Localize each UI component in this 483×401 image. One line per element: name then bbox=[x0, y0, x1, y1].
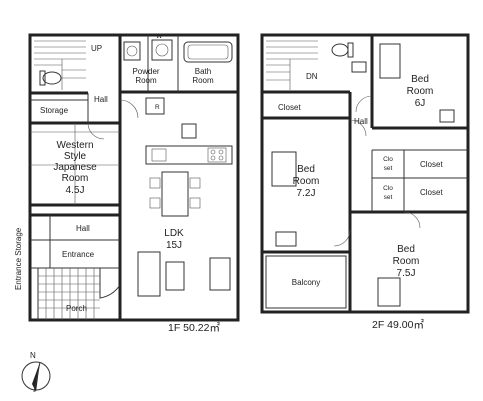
living-furniture bbox=[137, 251, 231, 297]
label-ldk-1: LDK bbox=[164, 228, 184, 239]
label-up: UP bbox=[91, 44, 102, 53]
toilet-1f bbox=[42, 71, 62, 85]
label-hall-2f: Hall bbox=[354, 117, 368, 126]
label-entrance-storage: Entrance Storage bbox=[14, 227, 23, 290]
label-bed-se-3: 7.5J bbox=[397, 268, 416, 279]
label-bed-se-2: Room bbox=[393, 256, 420, 267]
label-western-1: Western bbox=[56, 140, 93, 151]
compass: N bbox=[21, 351, 51, 393]
compass-label: N bbox=[30, 351, 36, 360]
label-bed-nw-1: Bed bbox=[411, 74, 429, 85]
dining-set bbox=[149, 171, 201, 217]
label-balcony: Balcony bbox=[292, 278, 320, 287]
label-entrance: Entrance bbox=[62, 250, 95, 259]
kitchen-counter bbox=[145, 145, 233, 165]
floor-2-plan: DN Bed Room 6J Closet Hall Bed Room 7.2J… bbox=[260, 33, 470, 331]
label-bed-nw-3: 6J bbox=[415, 98, 426, 109]
label-dn: DN bbox=[306, 72, 318, 81]
label-western-4: Room bbox=[62, 173, 89, 184]
bathtub bbox=[183, 41, 233, 63]
label-bed-nw-2: Room bbox=[407, 86, 434, 97]
washer bbox=[151, 39, 173, 61]
label-w: W bbox=[156, 33, 163, 40]
entrance-door bbox=[99, 268, 121, 299]
label-ldk-2: 15J bbox=[166, 240, 182, 251]
label-bed-se-1: Bed bbox=[397, 244, 415, 255]
label-western-5: 4.5J bbox=[66, 185, 85, 196]
label-bed-w-2: Room bbox=[293, 176, 320, 187]
label-bed-w-1: Bed bbox=[297, 164, 315, 175]
label-hall-a: Hall bbox=[94, 95, 108, 104]
label-storage: Storage bbox=[40, 106, 69, 115]
stairs-1f bbox=[34, 40, 86, 90]
powder-sink bbox=[123, 41, 141, 61]
label-closet-b: Closet bbox=[420, 188, 443, 197]
porch-tiles bbox=[38, 268, 100, 320]
tatami bbox=[30, 123, 120, 205]
label-bed-w-3: 7.2J bbox=[297, 188, 316, 199]
label-closet-a: Closet bbox=[420, 160, 443, 169]
label-closet-b-1: Clo bbox=[383, 185, 393, 192]
bed-nw bbox=[379, 43, 401, 79]
label-closet-b-2: set bbox=[384, 194, 393, 201]
label-hall-b: Hall bbox=[76, 224, 90, 233]
fridge-space bbox=[145, 97, 165, 115]
bed-w bbox=[271, 151, 297, 187]
balcony-rail bbox=[265, 255, 347, 309]
label-closet-top: Closet bbox=[278, 103, 301, 112]
bed-se bbox=[377, 277, 401, 307]
label-bath-1: Bath bbox=[195, 67, 211, 76]
toilet-2f bbox=[331, 43, 349, 57]
label-powder-2: Room bbox=[135, 76, 157, 85]
label-bath-2: Room bbox=[192, 76, 214, 85]
floor-1-area: 1F 50.22㎡ bbox=[168, 322, 220, 334]
label-powder-1: Powder bbox=[132, 67, 159, 76]
floor-1-plan: UP W Powder Room Bath Room Hall Storage … bbox=[14, 33, 240, 334]
label-fridge: R bbox=[155, 104, 160, 111]
floor-2-area: 2F 49.00㎡ bbox=[372, 319, 424, 331]
label-western-3: Japanese bbox=[53, 162, 97, 173]
label-porch: Porch bbox=[66, 304, 87, 313]
label-western-2: Style bbox=[64, 151, 87, 162]
label-closet-a-1: Clo bbox=[383, 156, 393, 163]
stairs-2f bbox=[266, 40, 318, 90]
label-closet-a-2: set bbox=[384, 165, 393, 172]
